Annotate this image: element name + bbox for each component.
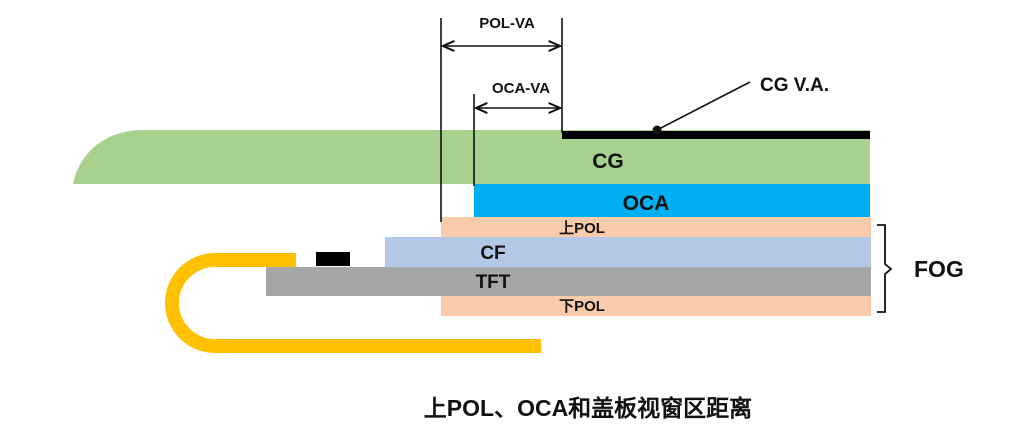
cg-va-label: CG V.A.	[760, 75, 829, 96]
lower-pol-label: 下POL	[559, 298, 605, 315]
fog-bracket	[877, 224, 893, 313]
cg-va-leader-line	[656, 81, 751, 131]
fog-label: FOG	[914, 256, 964, 282]
tft-label: TFT	[476, 272, 511, 293]
cg-label: CG	[592, 150, 624, 173]
upper-pol-label: 上POL	[559, 220, 605, 237]
cf-label: CF	[480, 243, 505, 264]
cf-layer	[385, 237, 871, 267]
oca-va-label: OCA-VA	[492, 80, 550, 97]
diagram-caption: 上POL、OCA和盖板视窗区距离	[424, 395, 752, 421]
cg-va-black-border	[562, 131, 870, 139]
oca-layer	[474, 184, 870, 217]
tft-layer	[266, 267, 871, 296]
oca-label: OCA	[623, 192, 670, 215]
pol-va-label: POL-VA	[479, 15, 535, 32]
cg-va-leader-dot	[652, 125, 662, 135]
flex-circuit	[165, 253, 541, 353]
cg-layer	[73, 130, 870, 184]
lower-pol-layer	[441, 296, 871, 316]
driver-ic-block	[316, 252, 350, 266]
upper-pol-layer	[441, 217, 871, 237]
